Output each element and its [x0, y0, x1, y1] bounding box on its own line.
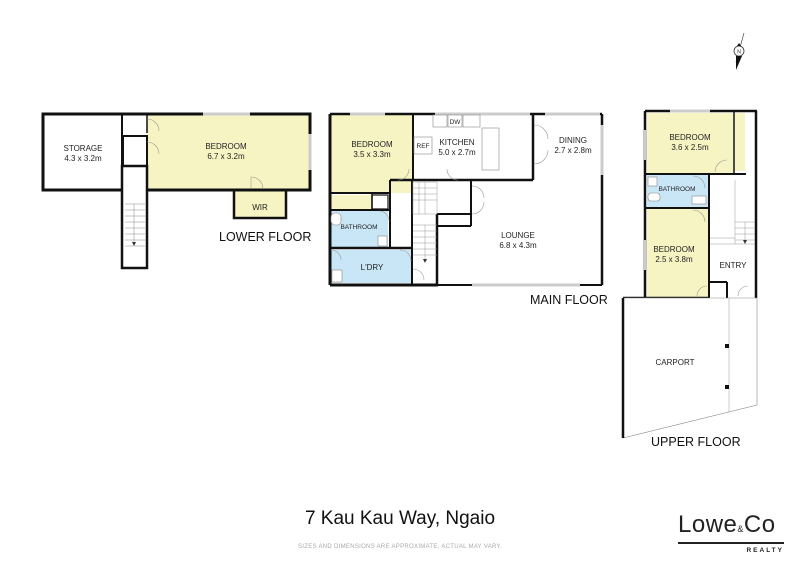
room-label-main-bathroom: BATHROOM: [340, 224, 377, 231]
floor-label-lower: LOWER FLOOR: [219, 230, 311, 244]
room-label-entry: ENTRY: [720, 261, 748, 270]
fridge-label: REF: [417, 143, 430, 150]
room-size-storage: 4.3 x 3.2m: [64, 154, 102, 163]
room-size-lounge: 6.8 x 4.3m: [499, 241, 537, 250]
logo-co-text: Co: [743, 511, 776, 538]
room-size-lower-bedroom: 6.7 x 3.2m: [207, 152, 245, 161]
room-label-wir: WIR: [252, 203, 268, 212]
logo-ampersand: &: [737, 524, 744, 534]
dishwasher-label: DW: [450, 119, 462, 126]
north-arrow-icon: N: [733, 32, 745, 70]
room-label-main-bedroom: BEDROOM: [351, 140, 393, 149]
room-label-laundry: L'DRY: [361, 263, 384, 272]
room-label-dining: DINING: [559, 136, 587, 145]
room-label-lounge: LOUNGE: [501, 231, 535, 240]
disclaimer-text: SIZES AND DIMENSIONS ARE APPROXIMATE, AC…: [297, 544, 503, 550]
agency-logo: Lowe&Co REALTY: [678, 511, 788, 554]
room-label-upper-bedroom-2: BEDROOM: [653, 245, 695, 254]
logo-wordmark: Lowe&Co: [678, 511, 788, 540]
property-address: 7 Kau Kau Way, Ngaio: [304, 508, 496, 529]
room-label-kitchen: KITCHEN: [439, 138, 474, 147]
room-label-lower-bedroom: BEDROOM: [205, 142, 247, 151]
floor-label-upper: UPPER FLOOR: [651, 435, 741, 449]
upper-floor: BEDROOM 3.6 x 2.5m BATHROOM BEDROOM 2.5 …: [621, 109, 758, 449]
logo-subtitle: REALTY: [746, 546, 784, 554]
room-size-upper-bedroom-2: 2.5 x 3.8m: [655, 255, 693, 264]
room-size-main-bedroom: 3.5 x 3.3m: [353, 150, 391, 159]
room-label-upper-bathroom: BATHROOM: [658, 186, 695, 193]
room-label-carport: CARPORT: [656, 358, 695, 367]
floor-label-main: MAIN FLOOR: [530, 293, 608, 307]
room-size-kitchen: 5.0 x 2.7m: [438, 148, 476, 157]
room-size-dining: 2.7 x 2.8m: [554, 146, 592, 155]
lower-bedroom-area: [147, 114, 310, 190]
compass-label: N: [737, 50, 741, 56]
logo-rule: [678, 542, 784, 544]
laundry-area: [330, 250, 412, 283]
lower-floor: STORAGE 4.3 x 3.2m BEDROOM 6.7 x 3.2m WI…: [41, 112, 312, 270]
carport-area: [622, 297, 758, 439]
room-size-upper-bedroom-1: 3.6 x 2.5m: [671, 143, 709, 152]
wir-area: [235, 190, 285, 218]
room-label-storage: STORAGE: [64, 144, 103, 153]
upper-bedroom-2-area: [647, 209, 709, 297]
room-label-upper-bedroom-1: BEDROOM: [669, 133, 711, 142]
main-floor: DW REF BEDROOM 3.5 x 3.3m KITCHEN 5.0 x …: [328, 112, 608, 307]
logo-main-text: Lowe: [678, 511, 738, 538]
